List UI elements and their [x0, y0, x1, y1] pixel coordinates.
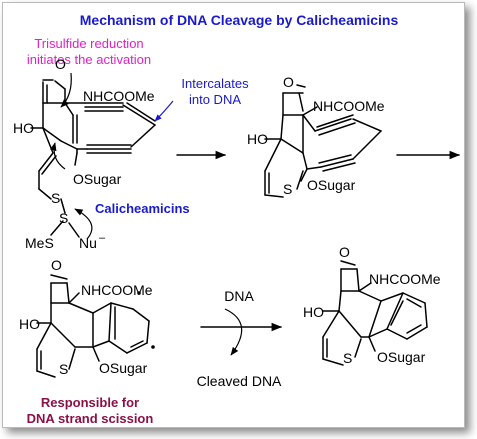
structure-intermediate — [264, 84, 382, 198]
s4-hydroxyl: HO — [303, 304, 324, 320]
s1-nu: Nu — [79, 235, 97, 251]
mechanism-diagram: Mechanism of DNA Cleavage by Calicheamic… — [13, 12, 461, 426]
s1-sulfur-a: S — [51, 190, 60, 206]
dna-curved-arrow — [224, 308, 243, 356]
diagram-title: Mechanism of DNA Cleavage by Calicheamic… — [80, 12, 399, 28]
intercalates-note-line2: into DNA — [189, 92, 241, 107]
intercalation-arrow — [154, 100, 174, 122]
s2-hydroxyl: HO — [247, 131, 268, 147]
s3-osugar: OSugar — [99, 360, 148, 376]
diagram-frame: Mechanism of DNA Cleavage by Calicheamic… — [2, 2, 465, 428]
radical-dot-2 — [151, 345, 155, 349]
electron-arrow-3 — [74, 208, 93, 240]
s4-osugar: OSugar — [377, 349, 426, 365]
s1-sulfur-b: S — [59, 210, 68, 226]
radical-dot-1 — [137, 291, 141, 295]
s3-carbonyl-o: O — [51, 257, 62, 273]
product-cleaved-dna: Cleaved DNA — [197, 373, 282, 389]
responsible-note-line2: DNA strand scission — [27, 411, 154, 426]
s2-carbamate: NHCOOMe — [313, 98, 385, 114]
intercalates-note-line1: Intercalates — [181, 76, 249, 91]
structure-diradical — [36, 274, 150, 378]
trisulfide-note-line2: initiates the activation — [27, 52, 151, 67]
structure-calicheamicin — [30, 79, 156, 238]
structure-product — [322, 260, 428, 366]
calicheamicins-label: Calicheamicins — [95, 201, 190, 216]
responsible-note-line1: Responsible for — [41, 395, 139, 410]
s4-carbamate: NHCOOMe — [369, 271, 441, 287]
s1-osugar: OSugar — [73, 171, 122, 187]
s1-carbamate: NHCOOMe — [83, 88, 155, 104]
reagent-dna: DNA — [224, 288, 254, 304]
trisulfide-note-line1: Trisulfide reduction — [34, 36, 143, 51]
electron-arrow-1 — [60, 72, 72, 108]
s3-sulfur: S — [59, 361, 68, 377]
s1-hydroxyl: HO — [13, 120, 34, 136]
electron-arrow-2 — [49, 142, 66, 170]
s2-sulfur: S — [283, 181, 292, 197]
s4-carbonyl-o: O — [339, 244, 350, 260]
s1-mes: MeS — [25, 235, 54, 251]
s3-carbamate: NHCOOMe — [81, 282, 153, 298]
s1-nu-charge: – — [99, 232, 106, 244]
s2-osugar: OSugar — [307, 177, 356, 193]
s2-carbonyl-o: O — [283, 74, 294, 90]
s1-carbonyl-o: O — [55, 56, 66, 72]
s4-sulfur: S — [343, 350, 352, 366]
s3-hydroxyl: HO — [19, 316, 40, 332]
